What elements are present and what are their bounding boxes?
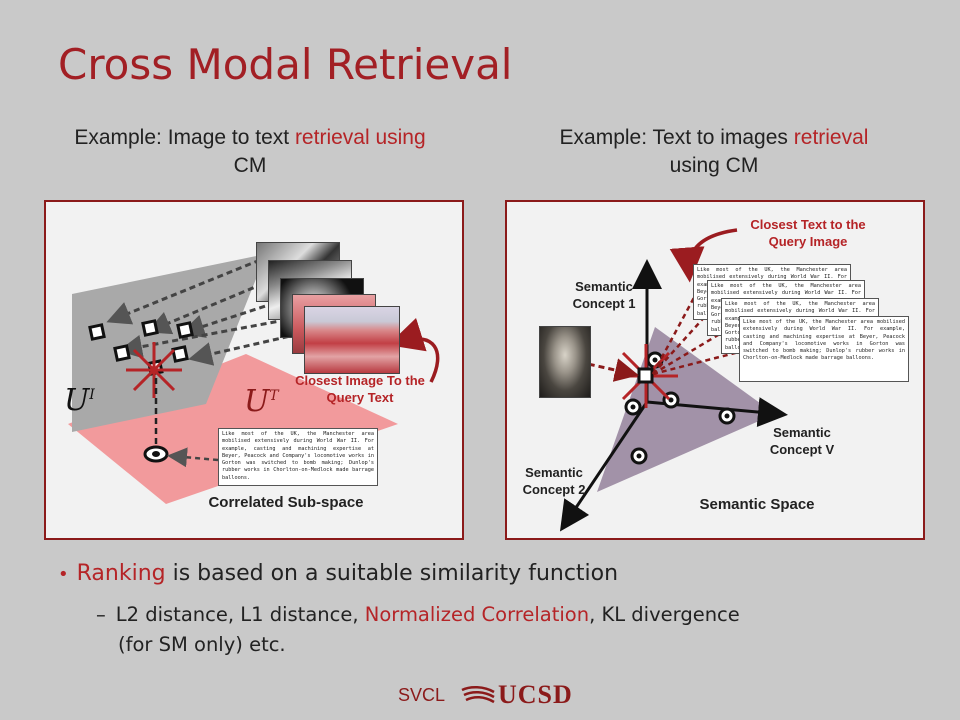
page-title: Cross Modal Retrieval bbox=[58, 40, 513, 89]
ucsd-swoosh-icon bbox=[461, 686, 495, 704]
query-portrait-image bbox=[539, 326, 591, 398]
footer-svcl: SVCL bbox=[398, 685, 446, 705]
annotation-arrow-right bbox=[669, 228, 738, 283]
retrieval-lines bbox=[651, 291, 740, 376]
label-image-space-sup: I bbox=[89, 387, 95, 403]
text-result-4: Like most of the UK, the Manchester area… bbox=[739, 316, 909, 382]
label-text-space: UT bbox=[244, 387, 279, 417]
left-subtitle: Example: Image to text retrieval using C… bbox=[30, 124, 470, 180]
annotation-closest-image: Closest Image To the Query Text bbox=[295, 373, 425, 405]
bullet-distances: –L2 distance, L1 distance, Normalized Co… bbox=[96, 600, 916, 660]
label-image-space: UI bbox=[64, 386, 95, 416]
image-result-5 bbox=[304, 306, 400, 374]
annotation-arrow-left bbox=[387, 317, 440, 383]
semantic-space-panel: Like most of the UK, the Manchester area… bbox=[505, 200, 925, 540]
left-subtitle-cm: CM bbox=[233, 154, 267, 177]
left-subtitle-text: Example: Image to text bbox=[74, 126, 295, 149]
label-text-space-u: U bbox=[244, 384, 270, 419]
bullet-ranking-text: is based on a suitable similarity functi… bbox=[165, 561, 619, 586]
right-diagram bbox=[559, 228, 788, 532]
query-text-document: Like most of the UK, the Manchester area… bbox=[218, 428, 378, 486]
label-semantic-concept-v: Semantic Concept V bbox=[769, 425, 835, 457]
label-semantic-concept-2: Semantic Concept 2 bbox=[522, 465, 586, 497]
right-subtitle-text: Example: Text to images bbox=[559, 126, 794, 149]
sub-bullet-dash: – bbox=[96, 603, 106, 626]
footer-ucsd-logo: UCSD bbox=[498, 680, 573, 709]
image-query-point bbox=[637, 367, 654, 384]
caption-correlated-subspace: Correlated Sub-space bbox=[208, 494, 364, 511]
correlated-subspace-panel: UI UT Closest Image To the Query Text Li… bbox=[44, 200, 464, 540]
bullet-ranking: • Ranking is based on a suitable similari… bbox=[58, 561, 618, 586]
annotation-closest-text: Closest Text to the Query Image bbox=[750, 217, 866, 249]
label-image-space-u: U bbox=[64, 383, 90, 418]
caption-semantic-space: Semantic Space bbox=[699, 496, 815, 513]
bullet-distances-keyword: Normalized Correlation bbox=[364, 603, 590, 626]
left-subtitle-red: retrieval using bbox=[294, 126, 426, 149]
bullet-ranking-keyword: Ranking bbox=[76, 561, 166, 586]
right-subtitle: Example: Text to images retrieval using … bbox=[494, 124, 934, 180]
bullet-distances-part1: L2 distance, L1 distance, bbox=[115, 603, 365, 626]
bullet-dot: • bbox=[58, 564, 69, 585]
left-diagram bbox=[68, 254, 440, 504]
label-semantic-concept-1: Semantic Concept 1 bbox=[572, 279, 636, 311]
bullet-distances-part2: , KL divergence bbox=[589, 603, 740, 626]
bullet-distances-line2: (for SM only) etc. bbox=[118, 633, 286, 656]
right-subtitle-cm: using CM bbox=[669, 154, 759, 177]
label-text-space-sup: T bbox=[269, 388, 279, 404]
right-subtitle-red: retrieval bbox=[793, 126, 869, 149]
query-star-left bbox=[126, 342, 182, 398]
image-subspace-plane bbox=[72, 254, 266, 432]
